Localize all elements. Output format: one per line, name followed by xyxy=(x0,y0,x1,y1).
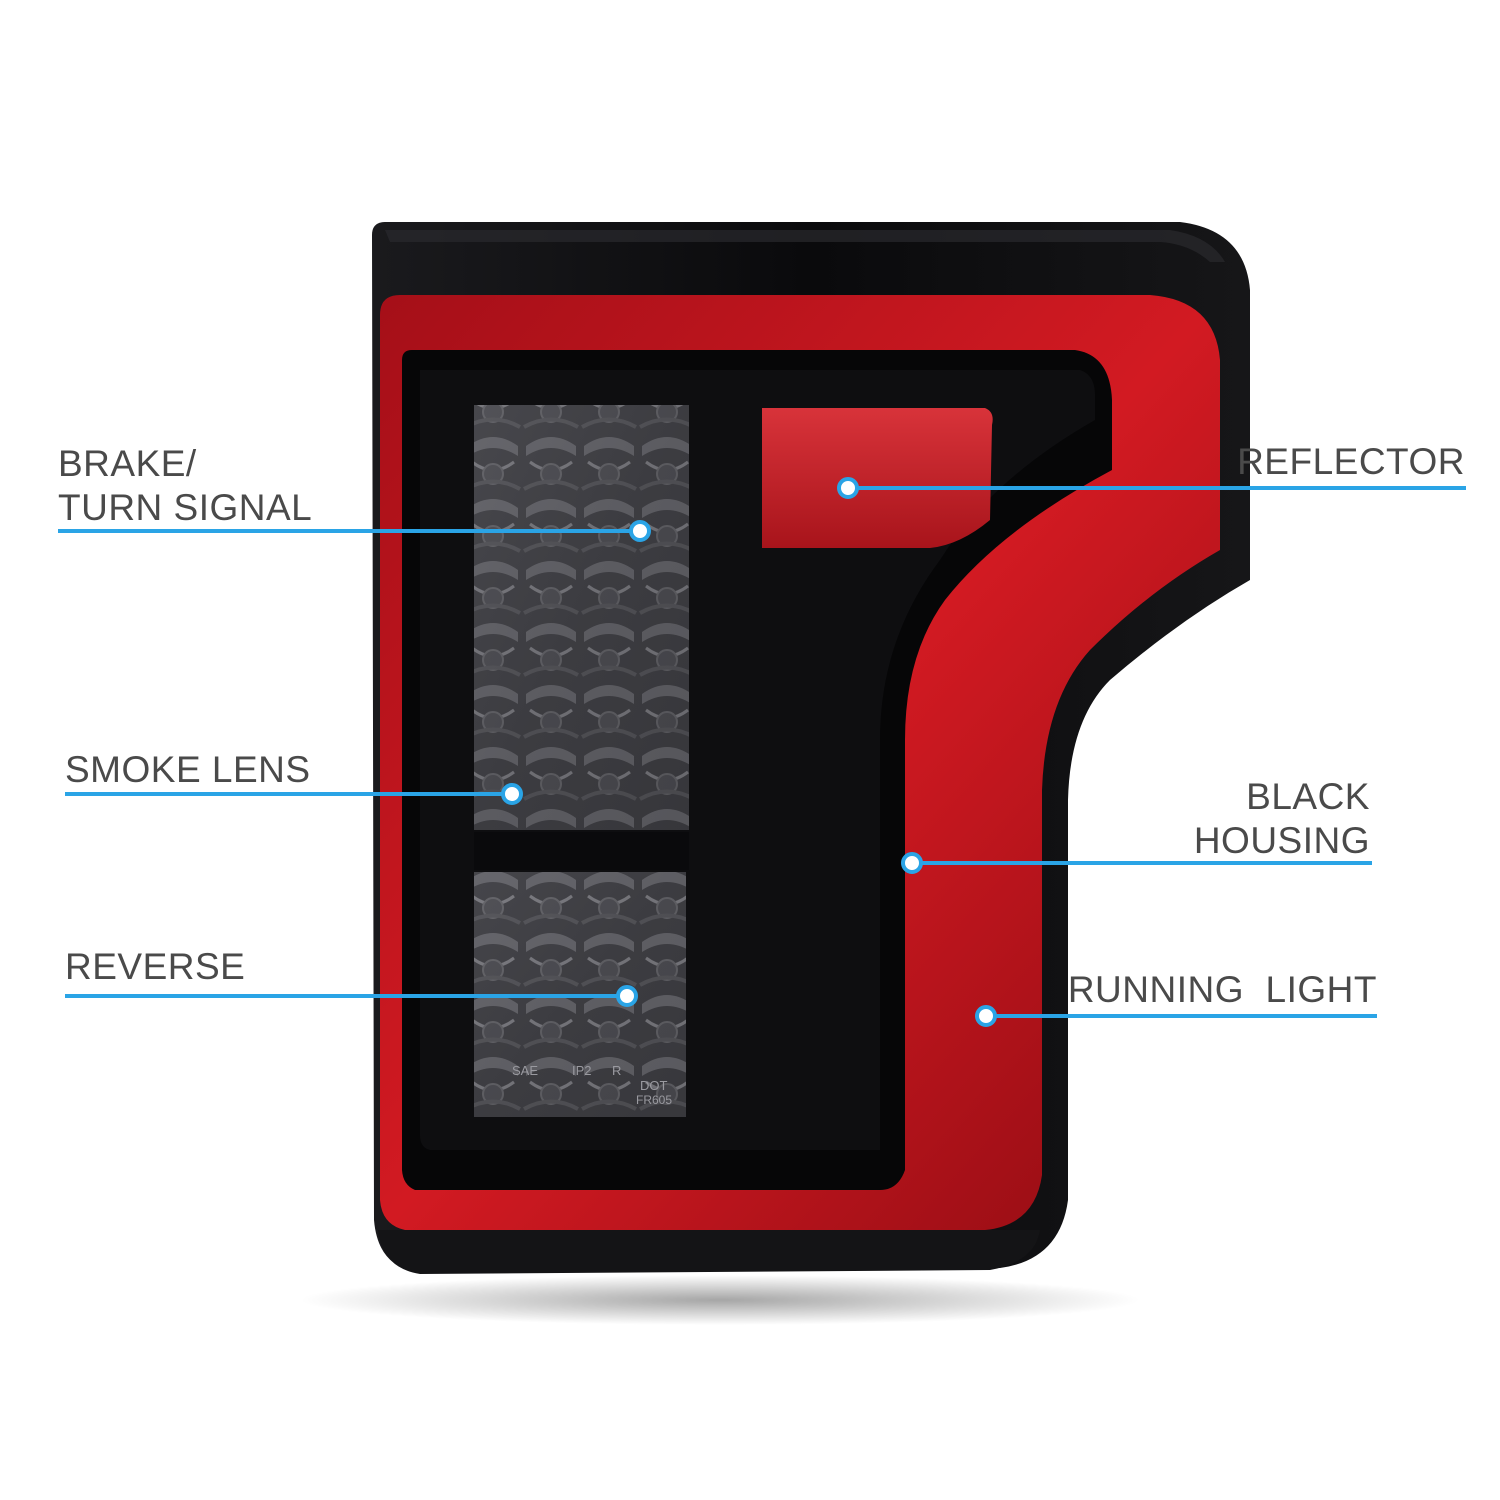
brake-label-line1: BRAKE/ xyxy=(58,443,197,484)
reflector-label: REFLECTOR xyxy=(1237,441,1465,482)
brake-label-line2: TURN SIGNAL xyxy=(58,487,313,528)
lens-marking-r: R xyxy=(612,1063,621,1078)
housing-callout-line xyxy=(912,861,1372,865)
brake-callout-line xyxy=(58,529,640,533)
lens-marking-dot: DOT xyxy=(640,1078,668,1093)
lens-marking-sae: SAE xyxy=(512,1063,538,1078)
black-housing-label: BLACK HOUSING xyxy=(1194,775,1370,863)
reverse-callout-dot xyxy=(616,985,638,1007)
reverse-label: REVERSE xyxy=(65,946,246,987)
housing-label-line2: HOUSING xyxy=(1193,820,1370,861)
housing-label-line1: BLACK xyxy=(1246,776,1370,817)
lens-marking-ip2: IP2 xyxy=(572,1063,592,1078)
reverse-callout-line xyxy=(65,994,627,998)
running-callout-line xyxy=(986,1014,1377,1018)
reflector-callout-line xyxy=(848,486,1466,490)
brake-turn-signal-label: BRAKE/ TURN SIGNAL xyxy=(58,442,312,530)
smoke-callout-dot xyxy=(501,783,523,805)
smoke-lens-label: SMOKE LENS xyxy=(65,749,311,790)
housing-callout-dot xyxy=(901,852,923,874)
brake-callout-dot xyxy=(629,520,651,542)
reflector-callout-dot xyxy=(837,477,859,499)
smoke-callout-line xyxy=(65,792,513,796)
running-light-label: RUNNING LIGHT xyxy=(1067,969,1377,1010)
running-callout-dot xyxy=(975,1005,997,1027)
lens-marking-fr605: FR605 xyxy=(636,1093,672,1107)
